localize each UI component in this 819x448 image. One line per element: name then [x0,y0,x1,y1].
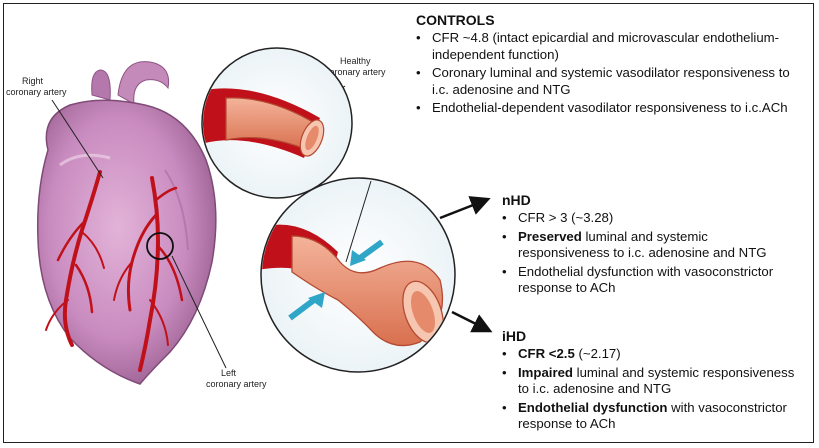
heart-illustration [36,61,217,385]
lesion-circle-marker [146,232,174,260]
controls-title: CONTROLS [416,12,495,28]
nhd-item-endothelial: Endothelial dysfunction with vasoconstri… [502,264,802,297]
arrow-to-nhd [439,196,491,220]
nhd-block: nHD CFR > 3 (~3.28) Preserved luminal an… [502,192,802,299]
right-coronary-label: Right coronary artery [6,76,67,97]
nhd-title: nHD [502,192,531,208]
ihd-item-cfr: CFR <2.5 (~2.17) [502,346,802,363]
ihd-block: iHD CFR <2.5 (~2.17) Impaired luminal an… [502,328,802,435]
diseased-vessel-inset [260,177,456,373]
left-coronary-label: Left coronary artery [206,368,267,389]
heart-body [36,99,217,385]
controls-item: Endothelial-dependent vasodilator respon… [416,100,794,117]
right-coronary-artery [45,170,105,347]
ihd-item-responsiveness: Impaired luminal and systemic responsive… [502,365,802,398]
healthy-coronary-label: Healthy coronary artery [325,56,386,77]
nhd-item-cfr: CFR > 3 (~3.28) [502,210,802,227]
controls-block: CONTROLS CFR ~4.8 (intact epicardial and… [416,12,794,119]
right-coronary-leader [51,99,104,179]
arrow-to-ihd [451,310,493,333]
nhd-item-responsiveness: Preserved luminal and systemic responsiv… [502,229,802,262]
left-coronary-leader [171,255,227,369]
ihd-list: CFR <2.5 (~2.17) Impaired luminal and sy… [502,346,802,433]
controls-list: CFR ~4.8 (intact epicardial and microvas… [416,30,794,117]
healthy-vessel-inset [201,47,353,199]
ihd-item-endothelial: Endothelial dysfunction with vasoconstri… [502,400,802,433]
controls-item: CFR ~4.8 (intact epicardial and microvas… [416,30,794,63]
left-coronary-artery [113,176,184,372]
vasoconstriction-arrow-top [350,239,384,266]
nhd-list: CFR > 3 (~3.28) Preserved luminal and sy… [502,210,802,297]
vasoconstriction-arrow-bottom [288,292,325,321]
ihd-title: iHD [502,328,527,344]
controls-item: Coronary luminal and systemic vasodilato… [416,65,794,98]
figure-border [3,3,814,443]
